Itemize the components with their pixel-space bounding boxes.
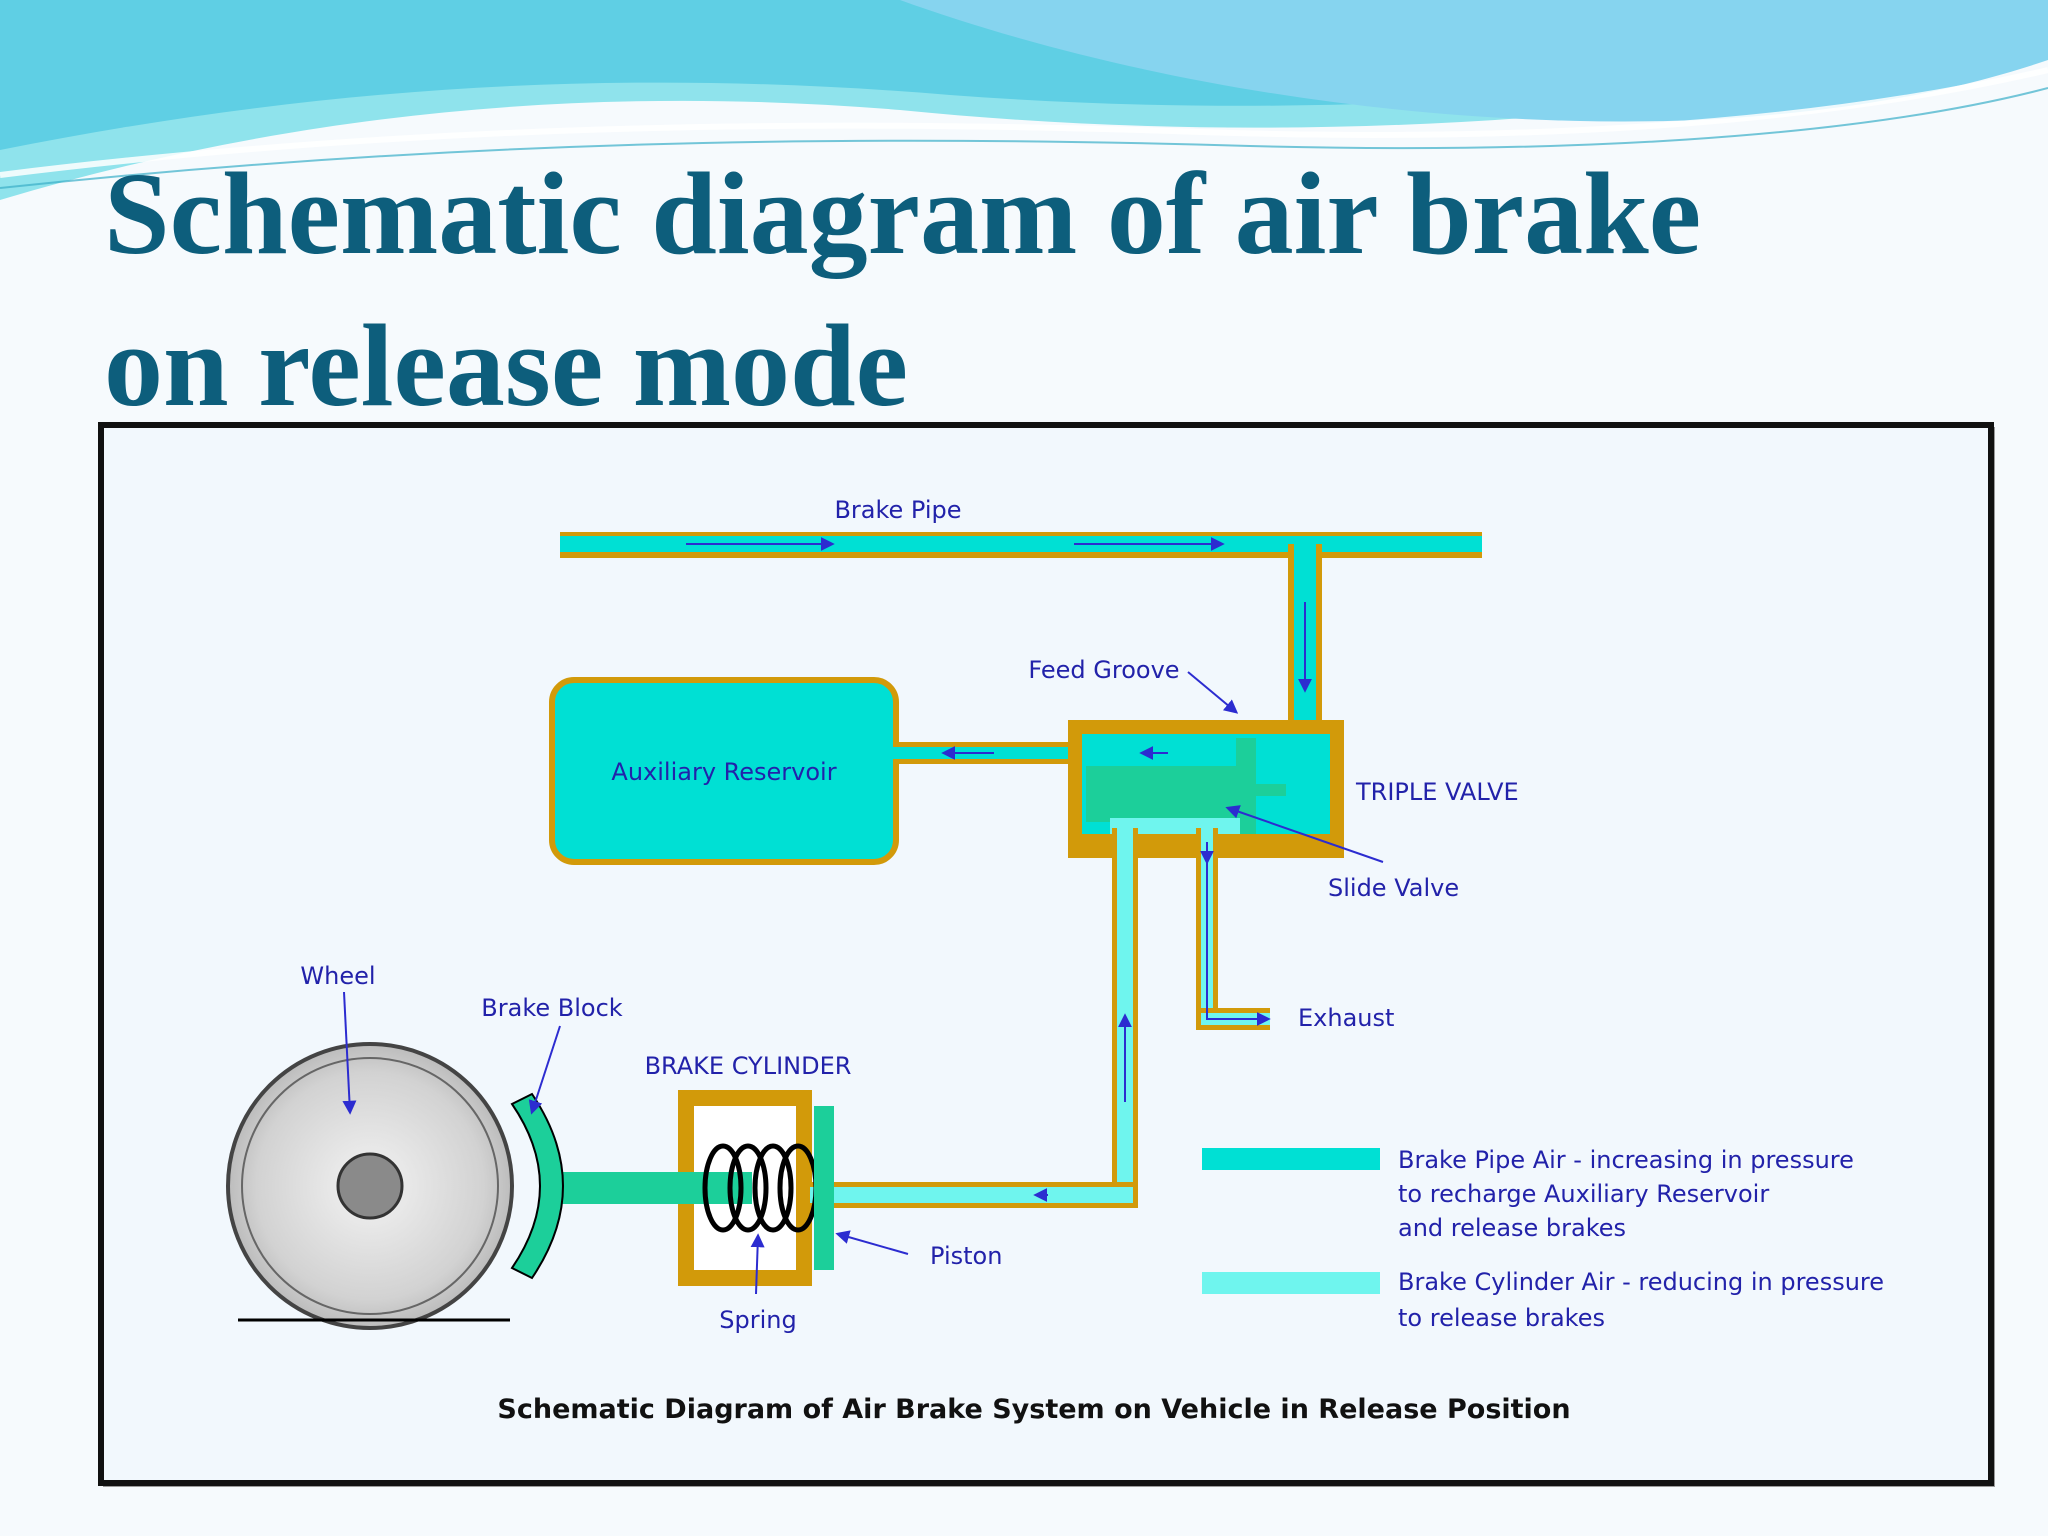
legend-swatch-brake-pipe-air — [1202, 1148, 1380, 1170]
legend-swatch-brake-cylinder-air — [1202, 1272, 1380, 1294]
header-waves — [0, 0, 2048, 200]
wheel — [226, 1042, 514, 1330]
air-brake-diagram: Brake Pipe Feed Groove Auxiliary Reservo… — [98, 422, 1995, 1487]
label-feed-groove: Feed Groove — [1028, 656, 1179, 684]
brake-cylinder — [542, 1090, 930, 1286]
label-wheel: Wheel — [300, 962, 375, 990]
piston — [814, 1106, 834, 1270]
slide-title-line-1: Schematic diagram of air brake — [104, 148, 1702, 279]
label-spring: Spring — [719, 1306, 796, 1334]
legend-text-1b: to recharge Auxiliary Reservoir — [1398, 1180, 1769, 1208]
label-brake-block: Brake Block — [481, 994, 622, 1022]
brake-block — [510, 1092, 564, 1280]
legend: Brake Pipe Air - increasing in pressure … — [1202, 1146, 1884, 1332]
slide-title: Schematic diagram of air brake on releas… — [104, 138, 1984, 442]
label-slide-valve: Slide Valve — [1328, 874, 1459, 902]
label-brake-pipe: Brake Pipe — [834, 496, 961, 524]
label-auxiliary-reservoir: Auxiliary Reservoir — [611, 758, 836, 786]
legend-text-2b: to release brakes — [1398, 1304, 1605, 1332]
label-brake-cylinder: BRAKE CYLINDER — [645, 1052, 852, 1080]
pointers — [342, 671, 1384, 1295]
brake-pipe — [560, 532, 1482, 720]
exhaust-line — [1196, 828, 1271, 1030]
diagram-caption: Schematic Diagram of Air Brake System on… — [497, 1394, 1570, 1425]
label-piston: Piston — [930, 1242, 1002, 1270]
label-exhaust: Exhaust — [1298, 1004, 1394, 1032]
label-triple-valve: TRIPLE VALVE — [1355, 778, 1519, 806]
legend-text-2a: Brake Cylinder Air - reducing in pressur… — [1398, 1268, 1884, 1296]
slide-title-line-2: on release mode — [104, 300, 908, 431]
cylinder-air-line — [928, 828, 1138, 1208]
auxiliary-reservoir — [549, 677, 1071, 865]
legend-text-1a: Brake Pipe Air - increasing in pressure — [1398, 1146, 1854, 1174]
legend-text-1c: and release brakes — [1398, 1214, 1626, 1242]
